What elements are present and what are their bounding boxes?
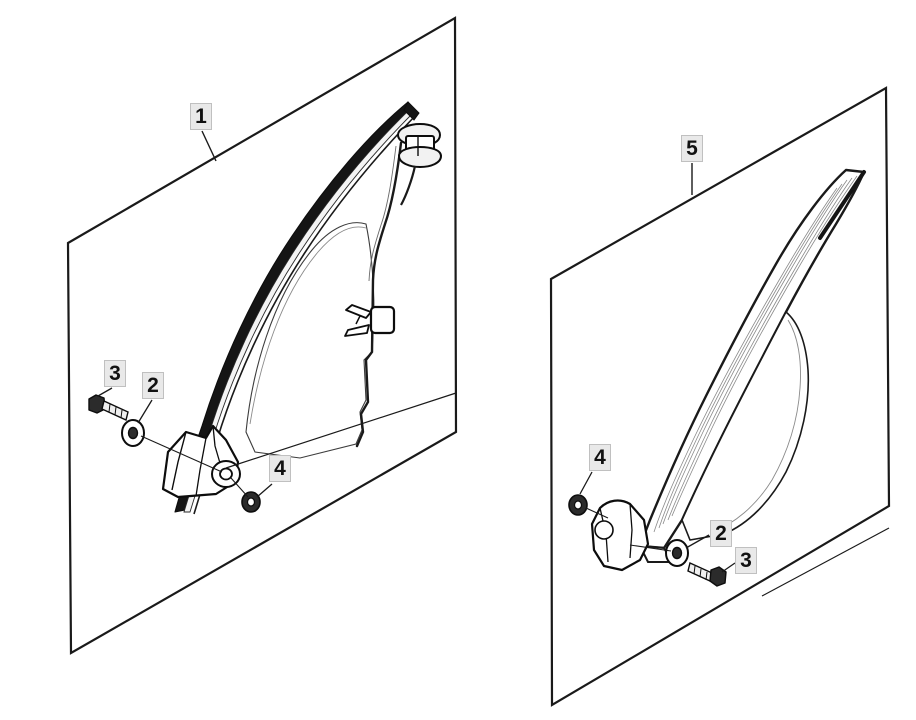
right-bolt-thread-3 [705, 571, 708, 581]
right-rail-stripe-1 [671, 175, 858, 517]
left-middle-clip-body [369, 305, 396, 335]
left-frame-rail-tip [403, 101, 420, 121]
left-bracket-fold-line-1 [171, 431, 187, 491]
right-glass-surface-inner-contour [711, 319, 801, 533]
left-middle-clip-prong-lower [344, 324, 370, 337]
left-assembly-panel [66, 16, 458, 655]
left-nut [241, 491, 261, 513]
right-bolt-thread-1 [693, 565, 696, 575]
right-washer [665, 539, 689, 567]
callout-label-2-right[interactable]: 2 [710, 520, 732, 547]
left-nut-axis [230, 477, 249, 498]
left-glass-inner-contour [249, 226, 367, 425]
right-rail-stripe-3 [662, 179, 848, 525]
right-bolt-head [709, 566, 727, 587]
right-nut [568, 494, 588, 516]
right-rail-dark-edge [818, 170, 866, 240]
left-reference-line [225, 392, 457, 469]
callout-label-3-right[interactable]: 3 [735, 547, 757, 574]
left-bolt-thread-3 [120, 409, 123, 419]
right-mounting-bracket [590, 499, 650, 572]
callout-label-1[interactable]: 1 [190, 103, 212, 130]
callout-leader-4-left [256, 483, 273, 498]
left-bracket-hole [219, 467, 233, 481]
right-bolt-thread-2 [699, 568, 702, 578]
right-assembly-axis [629, 544, 672, 552]
left-upper-clip-lower-flange [397, 145, 443, 169]
left-middle-clip [344, 304, 396, 337]
right-rail-stripe-5 [653, 187, 838, 533]
callout-leader-4-right [579, 471, 593, 495]
right-nut-hole [573, 500, 583, 510]
right-nut-axis [585, 507, 609, 519]
callout-label-4-right[interactable]: 4 [589, 444, 611, 471]
left-nut-hole [246, 497, 256, 507]
left-upper-clip [396, 122, 443, 206]
right-glass-surface [681, 310, 810, 541]
callout-leader-2-left [137, 399, 153, 424]
callout-label-5[interactable]: 5 [681, 135, 703, 162]
left-washer [121, 419, 145, 447]
left-middle-clip-prong-upper [345, 304, 372, 319]
left-bracket-fold-line-2 [195, 437, 207, 497]
right-rail-stripe-2 [667, 177, 853, 521]
callout-leader-3-left [97, 387, 113, 397]
left-upper-clip-stem [400, 165, 417, 206]
left-washer-inner [127, 426, 139, 440]
left-assembly-axis [140, 435, 223, 473]
left-middle-clip-prong-mid [355, 315, 361, 325]
right-bracket-fold-line-2 [629, 503, 633, 559]
left-frame-rail-highlight [183, 107, 415, 513]
right-washer-inner [671, 546, 683, 560]
right-assembly-panel [549, 86, 891, 707]
left-bolt-thread-1 [108, 403, 111, 413]
right-bracket-body [590, 499, 650, 572]
left-bolt [88, 394, 129, 421]
callout-label-3-left[interactable]: 3 [104, 360, 126, 387]
callout-label-4-left[interactable]: 4 [269, 455, 291, 482]
left-glass-trailing-edge [355, 141, 403, 448]
right-reference-line [761, 527, 890, 597]
left-glass-trailing-edge-inner [368, 145, 397, 282]
left-bolt-thread-2 [114, 406, 117, 416]
callout-leader-1 [201, 130, 217, 162]
right-rail-stripe-4 [658, 183, 843, 529]
left-mounting-bracket [161, 424, 241, 499]
callout-leader-2-right [685, 534, 710, 549]
callout-label-2-left[interactable]: 2 [142, 372, 164, 399]
left-panel-outline [66, 16, 458, 655]
right-bracket-hub [594, 520, 614, 540]
callout-leader-3-right [721, 562, 736, 573]
